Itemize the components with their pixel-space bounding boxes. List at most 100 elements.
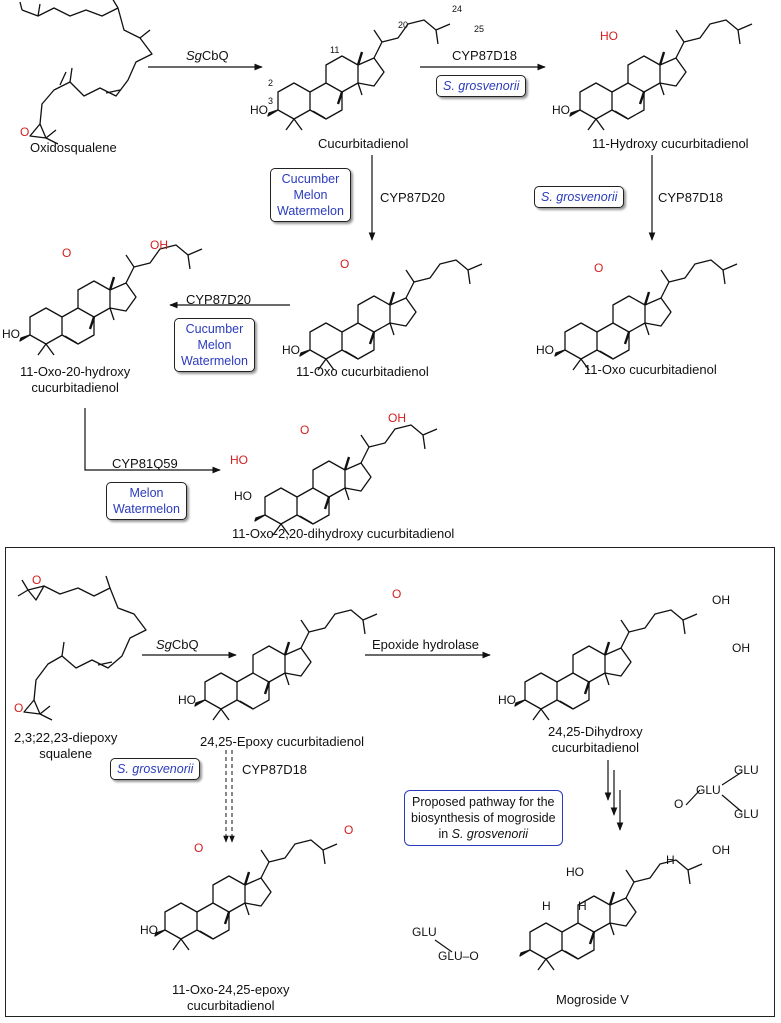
species-melon-1: Melon	[293, 188, 328, 202]
ho-epoxy2425: HO	[178, 693, 196, 707]
diepoxy-bottom-o: O	[14, 701, 23, 715]
species-sgros-right: S. grosvenorii	[534, 186, 625, 208]
oxo20hydroxy-line1: 11-Oxo-20-hydroxy	[20, 364, 131, 379]
dihydroxy2425-line2: cucurbitadienol	[551, 740, 640, 755]
label-diepoxy: 2,3;22,23-diepoxy squalene	[14, 730, 117, 762]
diepoxy-squalene-structure	[17, 575, 147, 721]
label-oxo20hydroxy: 11-Oxo-20-hydroxy cucurbitadienol	[20, 364, 130, 396]
o-mogroside-glyco: O	[674, 797, 684, 811]
ho-mogroside-c11: HO	[566, 865, 584, 879]
label-epoxy2425: 24,25-Epoxy cucurbitadienol	[200, 734, 365, 749]
oh-oxo220dihydroxy: OH	[388, 411, 406, 425]
enzyme-cyp87d20-down: CYP87D20	[380, 190, 446, 205]
label-oxo220dihydroxy: 11-Oxo-2,20-dihydroxy cucurbitadienol	[232, 526, 455, 541]
label-oxo11-right: 11-Oxo cucurbitadienol	[584, 362, 717, 377]
enzyme-sgcbq-bottom: SgCbQ	[156, 637, 199, 652]
species-cucumber-1: Cucumber	[281, 172, 340, 186]
species-watermelon-3: Watermelon	[113, 502, 180, 516]
species-melon-2: Melon	[197, 338, 232, 352]
diepoxy-line2: squalene	[39, 746, 93, 761]
oxo11epoxy-line2: cucurbitadienol	[187, 998, 275, 1013]
label-oxo11-center: 11-Oxo cucurbitadienol	[296, 364, 429, 379]
ho-dihydroxy2425: HO	[498, 693, 516, 707]
ho-c11-hydroxy: HO	[600, 29, 618, 43]
oh-dihydroxy-top: OH	[712, 593, 730, 607]
ho-oxo11epoxy: HO	[140, 923, 158, 937]
arrow-cyp81q59	[84, 408, 221, 474]
o-epoxy2425: O	[392, 587, 402, 601]
label-oxidosqualene: Oxidosqualene	[30, 140, 117, 155]
dihydroxy2425-line1: 24,25-Dihydroxy	[548, 724, 643, 739]
bottom-panel-frame	[5, 547, 775, 1017]
label-mogroside: Mogroside V	[556, 992, 629, 1007]
num-25: 25	[474, 24, 485, 34]
o-oxo11epoxy: O	[194, 841, 204, 855]
ho-cucurbitadienol: HO	[250, 103, 268, 117]
species-box-cyp81q59: Melon Watermelon	[106, 482, 187, 520]
oxidosqualene-structure	[19, 0, 153, 145]
glu-left-top: GLU	[412, 925, 437, 939]
oxo220dihydroxy-structure	[253, 424, 438, 537]
oxo11-right-structure	[553, 259, 738, 372]
num-11: 11	[330, 45, 340, 55]
species-sgros-bottom: S. grosvenorii	[110, 758, 201, 780]
o-oxo11-center: O	[340, 257, 350, 271]
o-oxo11epoxy-epoxide: O	[344, 823, 354, 837]
ho-oxo20hydroxy: HO	[2, 327, 20, 341]
species-sgros-bottom-text: S. grosvenorii	[117, 762, 194, 776]
num-3: 3	[268, 96, 274, 106]
ho-c3-oxo220dihydroxy: HO	[234, 489, 252, 503]
enzyme-sgcbq-top: SgCbQ	[186, 48, 229, 63]
ho-hydroxy11: HO	[552, 103, 570, 117]
glu-top: GLU	[734, 763, 759, 777]
label-hydroxy11: 11-Hydroxy cucurbitadienol	[592, 136, 749, 151]
label-oxo11epoxy: 11-Oxo-24,25-epoxy cucurbitadienol	[172, 982, 290, 1014]
num-24: 24	[452, 4, 463, 14]
sgcbq-bottom-italic: Sg	[156, 637, 172, 652]
sgcbq-bottom-rest: CbQ	[171, 637, 199, 652]
proposed-pathway-box: Proposed pathway for the biosynthesis of…	[404, 790, 563, 846]
h-mogroside-c17: H	[666, 853, 675, 867]
h-mogroside-c10: H	[542, 899, 551, 913]
oxo20hydroxy-line2: cucurbitadienol	[31, 380, 119, 395]
sgcbq-rest: CbQ	[201, 48, 229, 63]
oxo11epoxy-line1: 11-Oxo-24,25-epoxy	[172, 982, 290, 997]
proposed-line3-prefix: in	[438, 827, 452, 841]
species-melon-3: Melon	[129, 486, 164, 500]
oxo11-center-structure	[298, 259, 483, 372]
h-mogroside-c9: H	[578, 899, 587, 913]
diepoxy-top-o: O	[32, 573, 41, 587]
ho-oxo11-center: HO	[282, 343, 300, 357]
proposed-line2: biosynthesis of mogroside	[411, 811, 556, 825]
mogroside-glu-tree	[434, 771, 743, 953]
species-watermelon-2: Watermelon	[181, 354, 248, 368]
species-box-cyp87d20-down: Cucumber Melon Watermelon	[270, 168, 351, 222]
oh-oxo20hydroxy: OH	[150, 238, 168, 252]
enzyme-cyp87d18-bottom: CYP87D18	[242, 762, 308, 777]
species-sgros-top: S. grosvenorii	[436, 75, 527, 97]
oh-mogroside: OH	[712, 843, 730, 857]
proposed-line3: in S. grosvenorii	[411, 826, 556, 842]
cucurbitadienol-structure	[266, 19, 451, 132]
enzyme-cyp87d18-top: CYP87D18	[452, 48, 518, 63]
glu-mid: GLU	[696, 783, 721, 797]
num-20: 20	[398, 20, 409, 30]
enzyme-cyp87d20-left: CYP87D20	[186, 292, 252, 307]
species-box-cyp87d20-left: Cucumber Melon Watermelon	[174, 318, 255, 372]
species-sgros-right-text: S. grosvenorii	[541, 190, 618, 204]
oxidosqualene-epoxide-o: O	[20, 125, 29, 139]
species-sgros-top-text: S. grosvenorii	[443, 79, 520, 93]
glu-o-left: GLU–O	[438, 949, 479, 963]
proposed-line1: Proposed pathway for the	[412, 795, 555, 809]
label-dihydroxy2425: 24,25-Dihydroxy cucurbitadienol	[548, 724, 643, 756]
enzyme-epoxide-hydrolase: Epoxide hydrolase	[372, 637, 479, 652]
species-cucumber-2: Cucumber	[185, 322, 244, 336]
glu-right: GLU	[734, 807, 759, 821]
enzyme-cyp87d18-down: CYP87D18	[658, 190, 724, 205]
label-cucurbitadienol: Cucurbitadienol	[318, 136, 409, 151]
species-watermelon-1: Watermelon	[277, 204, 344, 218]
ho-c2-oxo220dihydroxy: HO	[230, 453, 248, 467]
proposed-line3-italic: S. grosvenorii	[451, 827, 529, 841]
diepoxy-line1: 2,3;22,23-diepoxy	[14, 730, 118, 745]
oh-dihydroxy-bottom: OH	[732, 641, 750, 655]
